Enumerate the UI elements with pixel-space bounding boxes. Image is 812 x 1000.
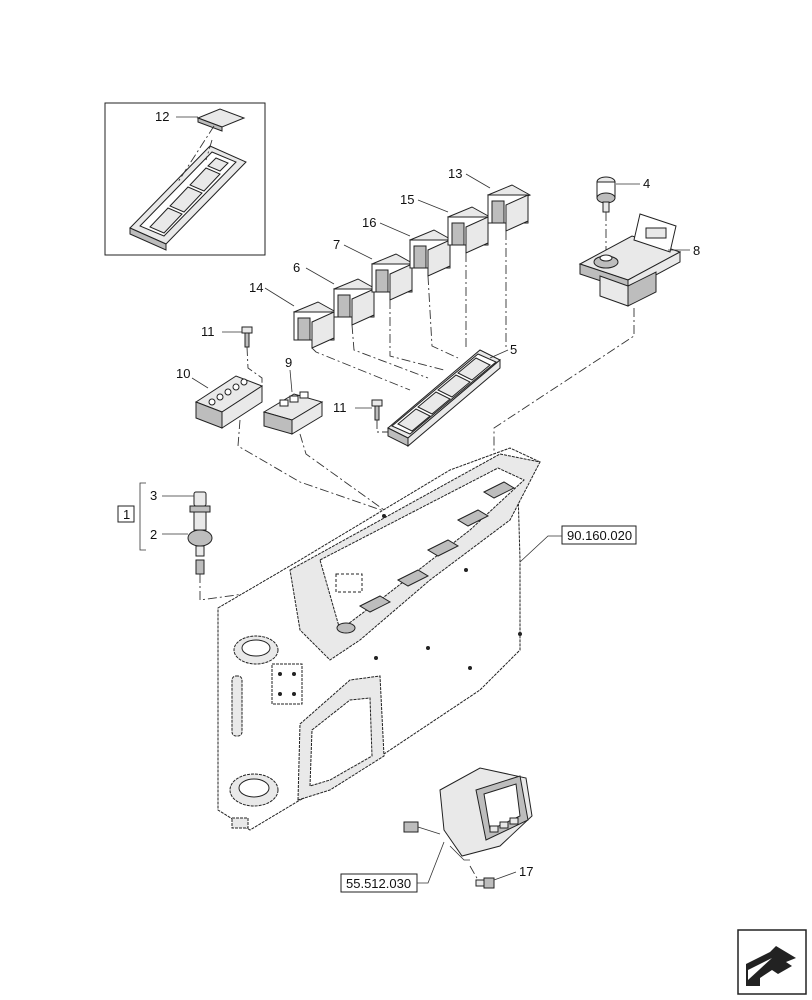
ref-90-160-020: 90.160.020 — [567, 528, 632, 543]
connector-plug — [403, 821, 441, 835]
screw-11-upper — [241, 326, 253, 348]
callout-1-box — [117, 505, 135, 523]
side-console — [217, 447, 541, 831]
callout-15: 15 — [400, 192, 414, 207]
callout-17: 17 — [519, 864, 533, 879]
rocker-switch-6 — [332, 278, 378, 326]
rocker-switch-16 — [408, 229, 454, 277]
rocker-switch-13 — [486, 184, 532, 232]
rocker-switch-14 — [292, 301, 338, 349]
callout-2: 2 — [150, 527, 157, 542]
callout-7: 7 — [333, 237, 340, 252]
callout-10: 10 — [176, 366, 190, 381]
reference-display: 55.512.030 — [340, 841, 445, 893]
callout-16: 16 — [362, 215, 376, 230]
inset-detail-box: 12 — [104, 102, 266, 256]
switch-frame-5 — [387, 349, 501, 448]
ref-55-512-030: 55.512.030 — [346, 876, 411, 891]
callout-9: 9 — [285, 355, 292, 370]
callout-5: 5 — [510, 342, 517, 357]
power-socket-4 — [596, 176, 616, 213]
callout-14: 14 — [249, 280, 263, 295]
callout-11b: 11 — [333, 400, 347, 415]
blank-cap-12 — [196, 108, 246, 132]
next-page-arrow-icon[interactable] — [737, 929, 807, 995]
callout-3: 3 — [150, 488, 157, 503]
callout-6: 6 — [293, 260, 300, 275]
rocker-switch-15 — [446, 206, 492, 254]
screw-17 — [475, 877, 495, 889]
reference-console: 90.160.020 — [519, 525, 637, 563]
display-monitor — [439, 767, 533, 861]
callout-8: 8 — [693, 243, 700, 258]
screw-11-frame — [371, 399, 383, 421]
control-box-8 — [578, 213, 682, 307]
button-panel-10 — [194, 375, 264, 429]
rocker-switch-7 — [370, 253, 416, 301]
callout-12: 12 — [155, 109, 169, 124]
switch-module-9 — [262, 391, 324, 435]
callout-13: 13 — [448, 166, 462, 181]
key-switch-assembly — [187, 491, 213, 575]
callout-11a: 11 — [201, 324, 215, 339]
inset-switch-frame — [129, 145, 247, 251]
callout-1: 1 — [123, 507, 130, 522]
callout-4: 4 — [643, 176, 650, 191]
